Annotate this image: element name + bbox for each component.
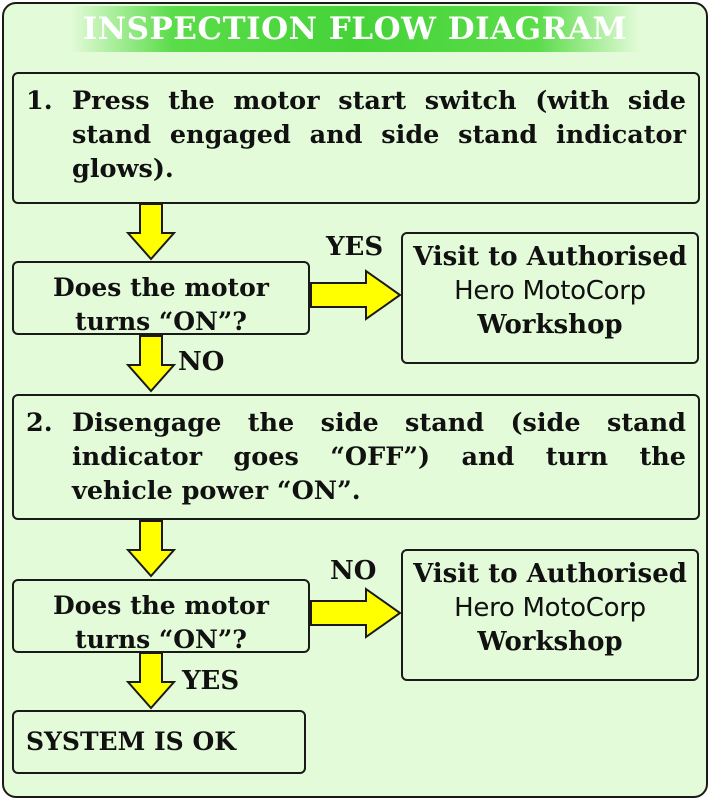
title-banner: INSPECTION FLOW DIAGRAM xyxy=(70,6,640,52)
down-arrow-3 xyxy=(125,520,177,578)
step-2-line: indicator goes “OFF”) and turn the xyxy=(72,442,686,472)
step-1-line: stand engaged and side stand indicator xyxy=(72,120,686,150)
workshop-2-box: Visit to Authorised Hero MotoCorp Worksh… xyxy=(401,549,699,681)
question-1-line: turns “ON”? xyxy=(75,307,247,336)
step-2-text: Disengage the side stand (side stand ind… xyxy=(72,406,686,508)
step-1-text: Press the motor start switch (with side … xyxy=(72,84,686,186)
step-2-line: vehicle power “ON”. xyxy=(72,476,361,506)
branch-1-no-label: NO xyxy=(178,347,225,377)
step-1-line: glows). xyxy=(72,154,174,184)
question-2-box: Does the motor turns “ON”? xyxy=(12,579,310,654)
question-1-box: Does the motor turns “ON”? xyxy=(12,261,310,336)
result-box: SYSTEM IS OK xyxy=(12,710,306,774)
workshop-2-line-1: Visit to Authorised xyxy=(413,559,687,589)
step-2-line: Disengage the side stand (side stand xyxy=(72,408,686,438)
step-1-box: 1. Press the motor start switch (with si… xyxy=(12,72,700,204)
diagram-title: INSPECTION FLOW DIAGRAM xyxy=(82,11,628,47)
step-1-number: 1. xyxy=(26,86,53,116)
branch-1-yes-label: YES xyxy=(326,232,384,262)
right-arrow-2 xyxy=(310,587,402,639)
result-text: SYSTEM IS OK xyxy=(26,727,236,756)
down-arrow-1 xyxy=(125,203,177,261)
question-2-line: Does the motor xyxy=(53,591,269,620)
step-1-line: Press the motor start switch (with side xyxy=(72,86,686,116)
right-arrow-1 xyxy=(310,269,402,321)
workshop-1-line-3: Workshop xyxy=(477,310,623,340)
question-1-line: Does the motor xyxy=(53,273,269,302)
down-arrow-4 xyxy=(125,652,177,710)
step-2-number: 2. xyxy=(26,408,53,438)
workshop-2-line-3: Workshop xyxy=(477,627,623,657)
down-arrow-2 xyxy=(125,335,177,393)
question-2-line: turns “ON”? xyxy=(75,625,247,654)
branch-2-no-label: NO xyxy=(330,556,377,586)
workshop-1-box: Visit to Authorised Hero MotoCorp Worksh… xyxy=(401,232,699,364)
workshop-1-line-2: Hero MotoCorp xyxy=(454,276,646,306)
step-2-box: 2. Disengage the side stand (side stand … xyxy=(12,394,700,520)
workshop-1-line-1: Visit to Authorised xyxy=(413,242,687,272)
branch-2-yes-label: YES xyxy=(182,666,240,696)
workshop-2-line-2: Hero MotoCorp xyxy=(454,593,646,623)
